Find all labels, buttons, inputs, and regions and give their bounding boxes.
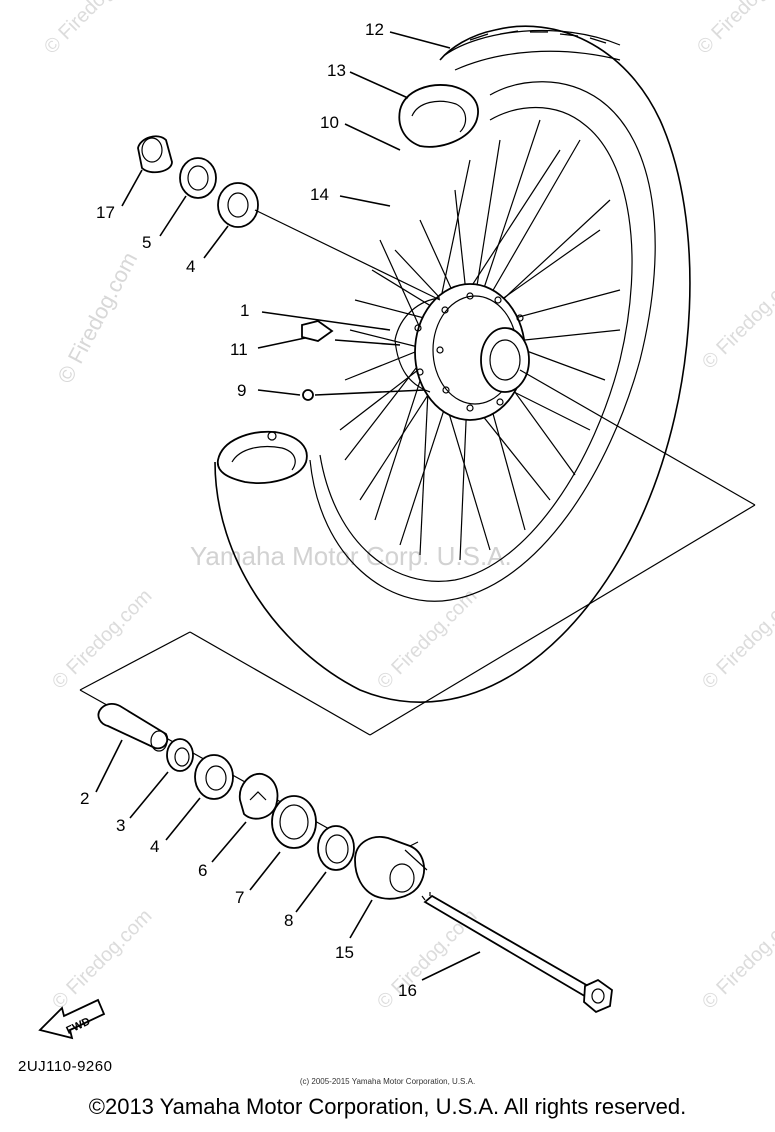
watermark-right-mid: © Firedog.com bbox=[698, 265, 775, 374]
part-6-retainer bbox=[238, 773, 279, 820]
copyright-notice: ©2013 Yamaha Motor Corporation, U.S.A. A… bbox=[88, 1094, 687, 1119]
axle-nut bbox=[583, 978, 613, 1014]
label-6: 6 bbox=[198, 861, 207, 880]
label-4-top: 4 bbox=[186, 257, 195, 276]
watermark-left-vertical: © Firedog.com bbox=[52, 248, 142, 387]
part-labels: 12 13 10 14 17 5 4 1 11 9 2 3 4 6 7 8 15… bbox=[80, 20, 417, 1000]
tire-cross-section bbox=[216, 430, 308, 484]
part-17-collar bbox=[137, 135, 173, 174]
label-5: 5 bbox=[142, 233, 151, 252]
watermark-left-bottom: © Firedog.com bbox=[48, 905, 157, 1014]
watermark-center: Yamaha Motor Corp. U.S.A. bbox=[190, 541, 512, 571]
watermark-top-left: © Firedog.com bbox=[40, 0, 149, 59]
label-2: 2 bbox=[80, 789, 89, 808]
watermark-top-right: © Firedog.com bbox=[693, 0, 775, 59]
fwd-arrow-icon: FWD bbox=[38, 998, 106, 1040]
leader-lines bbox=[95, 31, 481, 981]
label-8: 8 bbox=[284, 911, 293, 930]
diagram-code: 2UJ110-9260 bbox=[18, 1058, 113, 1075]
part-7-seal bbox=[271, 795, 317, 849]
hub-bore bbox=[480, 327, 530, 393]
spoke-detail bbox=[314, 389, 426, 396]
watermark-right-bottom: © Firedog.com bbox=[698, 905, 775, 1014]
label-11: 11 bbox=[230, 340, 248, 359]
label-14: 14 bbox=[310, 185, 329, 204]
label-17: 17 bbox=[96, 203, 115, 222]
label-15: 15 bbox=[335, 943, 354, 962]
label-9: 9 bbox=[237, 381, 246, 400]
hub-holes bbox=[414, 292, 524, 412]
rim-outline bbox=[319, 107, 633, 582]
wheel-assembly bbox=[214, 25, 691, 703]
part-15-gear-unit bbox=[354, 836, 425, 900]
watermark-right-low: © Firedog.com bbox=[698, 585, 775, 694]
label-1: 1 bbox=[240, 301, 249, 320]
tire-inner-outline bbox=[309, 81, 656, 602]
part-4-bearing-bottom bbox=[194, 754, 234, 800]
label-10: 10 bbox=[320, 113, 339, 132]
part-2-spacer bbox=[97, 703, 169, 750]
upper-parts bbox=[137, 135, 441, 301]
label-3: 3 bbox=[116, 816, 125, 835]
tire-outline bbox=[214, 25, 691, 703]
tire-top-section bbox=[398, 84, 479, 148]
label-4-bottom: 4 bbox=[150, 837, 159, 856]
lower-parts bbox=[97, 703, 613, 1014]
label-16: 16 bbox=[398, 981, 417, 1000]
label-7: 7 bbox=[235, 888, 244, 907]
label-12: 12 bbox=[365, 20, 384, 39]
part-4-bearing-top bbox=[217, 182, 259, 228]
part-5-seal bbox=[179, 157, 217, 199]
tire-tread bbox=[444, 29, 621, 71]
small-copyright: (c) 2005-2015 Yamaha Motor Corporation, … bbox=[299, 1077, 476, 1086]
watermark-left-low: © Firedog.com bbox=[48, 585, 157, 694]
label-13: 13 bbox=[327, 61, 346, 80]
